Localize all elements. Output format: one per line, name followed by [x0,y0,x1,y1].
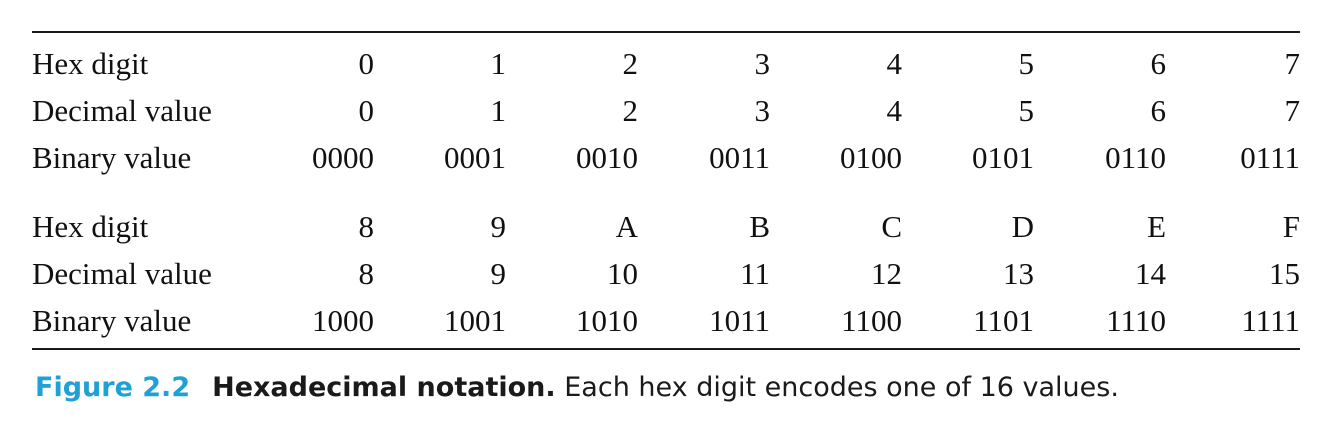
figure-number: Figure 2.2 [35,372,191,403]
table-cell: 6 [1150,93,1167,128]
table-cell: 5 [1018,46,1035,81]
table-cell: 3 [754,93,771,128]
row-label: Decimal value [32,93,212,128]
table-cell: 9 [490,209,507,244]
table-cell: 3 [754,46,771,81]
table-cell: 2 [622,93,639,128]
table-cell: 0 [358,93,375,128]
table-cell: 0010 [576,140,638,175]
table-cell: 1010 [576,303,638,338]
table-cell: 1000 [312,303,374,338]
row-label: Decimal value [32,256,212,291]
table-top-rule [32,31,1300,33]
table-cell: 8 [358,209,375,244]
row-label: Hex digit [32,46,149,81]
table-row: Decimal value 0 1 2 3 4 5 6 7 [32,91,1300,131]
row-label: Binary value [32,303,192,338]
table-cell: 1 [490,46,507,81]
table-cell: 6 [1150,46,1167,81]
table-cell: 4 [886,93,903,128]
table-cell: 1111 [1241,303,1300,338]
table-bottom-rule [32,348,1300,350]
table-cell: 1110 [1106,303,1166,338]
table-cell: 0111 [1240,140,1300,175]
table-cell: 7 [1284,93,1301,128]
table-cell: 0110 [1105,140,1166,175]
row-label: Hex digit [32,209,149,244]
table-cell: 0 [358,46,375,81]
figure-title: Hexadecimal notation. [212,372,556,403]
table-cell: 0011 [709,140,770,175]
table-cell: 0100 [840,140,902,175]
row-label: Binary value [32,140,192,175]
table-cell: 12 [871,256,902,291]
table-cell: D [1011,209,1034,244]
table-row: Binary value 0000 0001 0010 0011 0100 0101 0110… [32,138,1300,178]
table-cell: 7 [1284,46,1301,81]
table-cell: E [1147,209,1166,244]
table-row: Hex digit 0 1 2 3 4 5 6 7 [32,44,1300,84]
table-cell: 14 [1135,256,1166,291]
table-cell: 15 [1269,256,1300,291]
table-cell: 1001 [444,303,506,338]
table-cell: 2 [622,46,639,81]
table-cell: 10 [607,256,638,291]
table-cell: C [881,209,902,244]
table-cell: B [749,209,770,244]
table-cell: 0101 [972,140,1034,175]
table-cell: F [1282,209,1300,244]
table-row: Binary value 1000 1001 1010 1011 1100 1101 1110… [32,301,1300,341]
table-cell: 13 [1003,256,1034,291]
table-row: Hex digit 8 9 A B C D E F [32,207,1300,247]
table-row: Decimal value 8 9 10 11 12 13 14 15 [32,254,1300,294]
table-cell: 8 [358,256,375,291]
table-cell: 1100 [841,303,902,338]
table-cell: 1011 [709,303,770,338]
table-cell: 11 [740,256,770,291]
table-cell: 4 [886,46,903,81]
table-cell: 0000 [312,140,374,175]
table-cell: 0001 [444,140,506,175]
figure-caption: Figure 2.2 Hexadecimal notation. Each hex… [35,372,1119,403]
table-cell: 5 [1018,93,1035,128]
figure-text: Each hex digit encodes one of 16 values. [564,372,1119,403]
table-cell: A [615,209,638,244]
table-cell: 1101 [973,303,1034,338]
table-cell: 1 [490,93,507,128]
table-cell: 9 [490,256,507,291]
